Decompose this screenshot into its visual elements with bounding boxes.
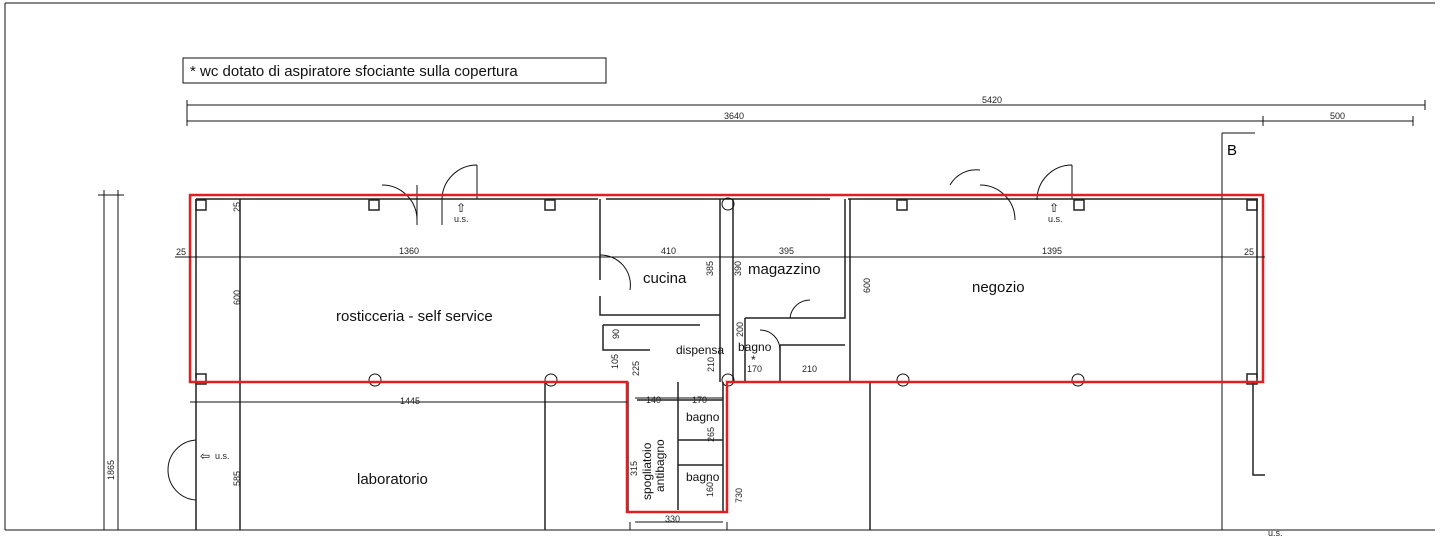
svg-text:⇧: ⇧ — [456, 201, 466, 215]
note-text: * wc dotato di aspiratore sfociante sull… — [190, 63, 518, 80]
svg-text:u.s.: u.s. — [1268, 528, 1283, 538]
svg-text:585: 585 — [232, 471, 242, 486]
svg-text:170: 170 — [692, 395, 707, 405]
svg-text:5420: 5420 — [982, 95, 1002, 105]
svg-text:390: 390 — [733, 261, 743, 276]
interior-dimension-lines — [175, 256, 1265, 530]
room-antibagno: antibagno — [653, 439, 667, 492]
room-spogliatoio: spogliatoio — [640, 442, 654, 500]
dimension-labels: 25 25 25 1360 600 410 395 385 390 600 13… — [176, 202, 1254, 524]
left-dimension-lines — [98, 190, 124, 530]
svg-text:u.s.: u.s. — [1048, 214, 1063, 224]
svg-text:410: 410 — [661, 246, 676, 256]
svg-text:330: 330 — [665, 514, 680, 524]
svg-text:160: 160 — [705, 482, 715, 497]
svg-text:140: 140 — [646, 395, 661, 405]
svg-text:1445: 1445 — [400, 396, 420, 406]
svg-text:385: 385 — [705, 261, 715, 276]
room-bagno-3: bagno — [686, 470, 720, 484]
room-dispensa: dispensa — [676, 343, 724, 357]
svg-text:u.s.: u.s. — [454, 214, 469, 224]
section-line-b — [1221, 132, 1255, 530]
drawing-frame — [4, 2, 1435, 531]
svg-text:1360: 1360 — [399, 246, 419, 256]
svg-text:105: 105 — [610, 354, 620, 369]
dim-1865: 1865 — [106, 460, 116, 480]
svg-text:500: 500 — [1330, 111, 1345, 121]
wc-mark: * — [751, 353, 756, 367]
svg-text:90: 90 — [611, 329, 621, 339]
room-cucina: cucina — [643, 270, 687, 287]
room-bagno-1: bagno — [738, 340, 772, 354]
svg-text:3640: 3640 — [724, 111, 744, 121]
svg-text:225: 225 — [631, 361, 641, 376]
svg-text:265: 265 — [706, 427, 716, 442]
svg-text:25: 25 — [1244, 247, 1254, 257]
exit-labels: u.s. u.s. u.s. u.s. ⇧ ⇧ ⇦ — [200, 201, 1283, 538]
svg-text:1395: 1395 — [1042, 246, 1062, 256]
svg-text:315: 315 — [629, 461, 639, 476]
svg-text:210: 210 — [706, 357, 716, 372]
svg-text:600: 600 — [862, 278, 872, 293]
unit-outline — [188, 193, 1265, 514]
svg-text:170: 170 — [747, 364, 762, 374]
svg-text:730: 730 — [734, 488, 744, 503]
room-rosticceria: rosticceria - self service — [336, 308, 493, 325]
overall-dimensions: 5420 3640 500 — [186, 95, 1426, 126]
room-laboratorio: laboratorio — [357, 471, 428, 488]
svg-text:395: 395 — [779, 246, 794, 256]
room-bagno-2: bagno — [686, 410, 720, 424]
room-negozio: negozio — [972, 279, 1025, 296]
svg-text:25: 25 — [232, 202, 242, 212]
svg-text:600: 600 — [232, 290, 242, 305]
section-marker: B — [1227, 142, 1237, 159]
note-box — [182, 57, 607, 84]
svg-text:⇧: ⇧ — [1049, 201, 1059, 215]
svg-text:200: 200 — [735, 322, 745, 337]
svg-text:⇦: ⇦ — [200, 449, 210, 463]
svg-text:u.s.: u.s. — [215, 451, 230, 461]
room-labels: rosticceria - self service cucina magazz… — [336, 261, 1025, 500]
columns — [368, 197, 1085, 387]
svg-text:210: 210 — [802, 364, 817, 374]
svg-text:25: 25 — [176, 247, 186, 257]
room-magazzino: magazzino — [748, 261, 821, 278]
